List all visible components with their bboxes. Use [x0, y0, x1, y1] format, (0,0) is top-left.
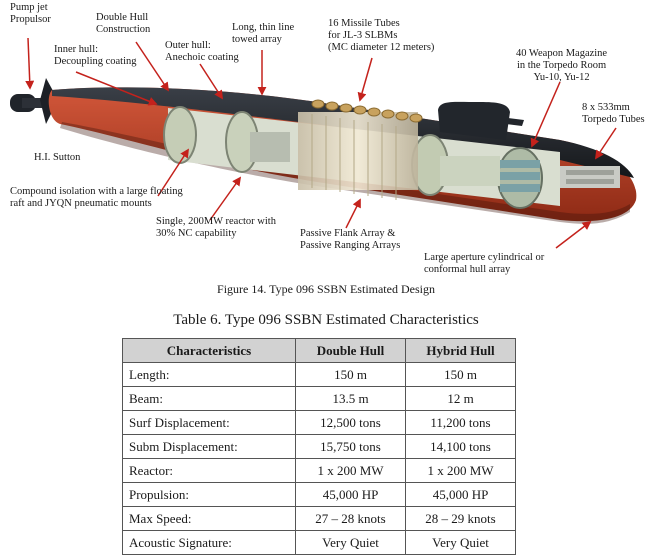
row-label: Subm Displacement:: [122, 434, 296, 459]
label-inner-hull: Inner hull: Decoupling coating: [54, 44, 137, 67]
row-label: Surf Displacement:: [122, 410, 296, 435]
row-label: Length:: [122, 362, 296, 387]
table-row: Propulsion: 45,000 HP 45,000 HP: [122, 482, 516, 507]
label-pump-jet: Pump jet Propulsor: [10, 2, 51, 25]
table-row: Surf Displacement: 12,500 tons 11,200 to…: [122, 410, 516, 435]
table-row: Acoustic Signature: Very Quiet Very Quie…: [122, 530, 516, 555]
bottom-right-fade: [520, 536, 652, 557]
row-label: Reactor:: [122, 458, 296, 483]
double-hull-value: 13.5 m: [295, 386, 406, 411]
double-hull-value: 12,500 tons: [295, 410, 406, 435]
characteristics-table: Characteristics Double Hull Hybrid Hull …: [122, 338, 516, 555]
table-header-row: Characteristics Double Hull Hybrid Hull: [122, 338, 516, 363]
label-double-hull: Double Hull Construction: [96, 12, 151, 35]
label-weapon-magazine: 40 Weapon Magazine in the Torpedo Room Y…: [516, 48, 608, 83]
row-label: Acoustic Signature:: [122, 530, 296, 555]
table-row: Reactor: 1 x 200 MW 1 x 200 MW: [122, 458, 516, 483]
hybrid-hull-value: 14,100 tons: [405, 434, 516, 459]
submarine-cutaway-illustration: [10, 37, 637, 249]
double-hull-value: 150 m: [295, 362, 406, 387]
label-author: H.I. Sutton: [34, 152, 81, 163]
hybrid-hull-value: Very Quiet: [405, 530, 516, 555]
hybrid-hull-value: 12 m: [405, 386, 516, 411]
header-hybrid-hull: Hybrid Hull: [405, 338, 516, 363]
submarine-figure: Pump jet Propulsor Double Hull Construct…: [10, 2, 645, 275]
label-missile-tubes: 16 Missile Tubes for JL-3 SLBMs (MC diam…: [328, 18, 435, 53]
table-row: Length: 150 m 150 m: [122, 362, 516, 387]
row-label: Beam:: [122, 386, 296, 411]
hybrid-hull-value: 1 x 200 MW: [405, 458, 516, 483]
label-reactor: Single, 200MW reactor with 30% NC capabi…: [156, 216, 276, 239]
hybrid-hull-value: 11,200 tons: [405, 410, 516, 435]
label-torpedo-tubes: 8 x 533mm Torpedo Tubes: [582, 102, 645, 125]
table-title: Table 6. Type 096 SSBN Estimated Charact…: [173, 312, 479, 328]
header-double-hull: Double Hull: [295, 338, 406, 363]
table-row: Subm Displacement: 15,750 tons 14,100 to…: [122, 434, 516, 459]
label-isolation: Compound isolation with a large floating…: [10, 186, 183, 209]
table-row: Beam: 13.5 m 12 m: [122, 386, 516, 411]
label-towed-array: Long, thin line towed array: [232, 22, 295, 45]
sail: [438, 101, 510, 140]
double-hull-value: 45,000 HP: [295, 482, 406, 507]
row-label: Max Speed:: [122, 506, 296, 531]
table-row: Max Speed: 27 – 28 knots 28 – 29 knots: [122, 506, 516, 531]
row-label: Propulsion:: [122, 482, 296, 507]
header-characteristics: Characteristics: [122, 338, 296, 363]
hybrid-hull-value: 28 – 29 knots: [405, 506, 516, 531]
hybrid-hull-value: 150 m: [405, 362, 516, 387]
label-flank-array: Passive Flank Array & Passive Ranging Ar…: [300, 228, 401, 251]
label-outer-hull: Outer hull: Anechoic coating: [165, 40, 239, 63]
hybrid-hull-value: 45,000 HP: [405, 482, 516, 507]
double-hull-value: Very Quiet: [295, 530, 406, 555]
double-hull-value: 1 x 200 MW: [295, 458, 406, 483]
figure-caption: Figure 14. Type 096 SSBN Estimated Desig…: [217, 282, 435, 296]
label-conformal-array: Large aperture cylindrical or conformal …: [424, 252, 545, 275]
leader-lines: [25, 37, 617, 249]
double-hull-value: 15,750 tons: [295, 434, 406, 459]
double-hull-value: 27 – 28 knots: [295, 506, 406, 531]
missile-tubes: [298, 99, 423, 200]
